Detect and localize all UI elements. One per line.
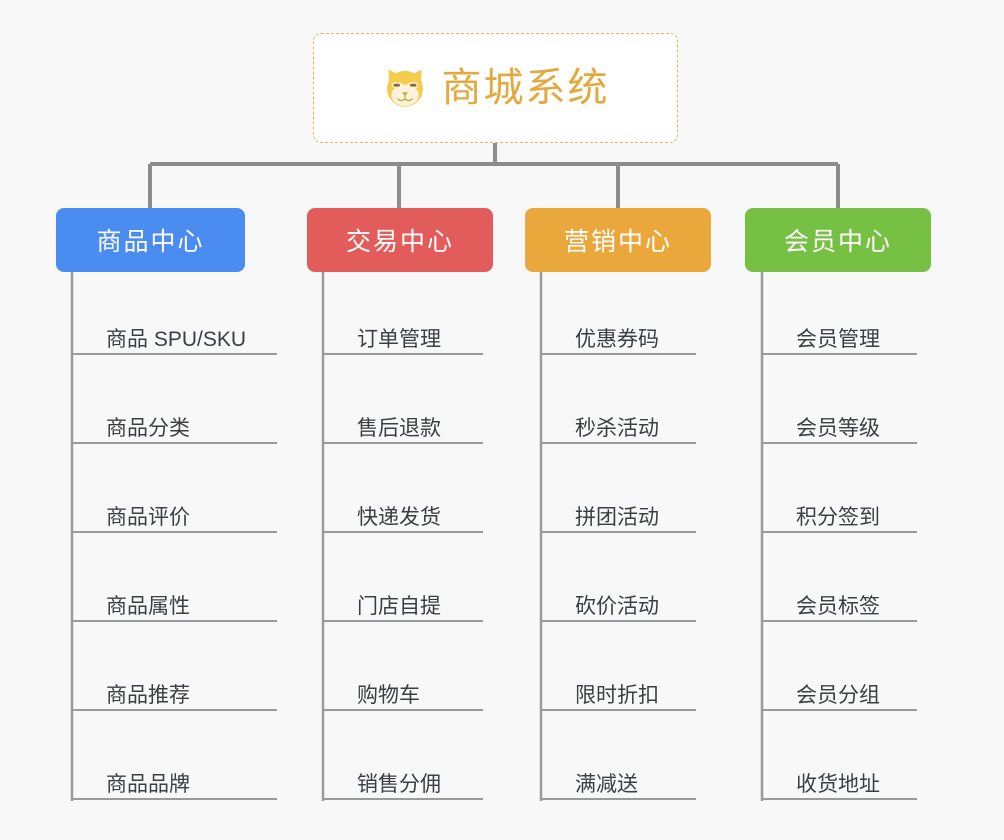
category-label: 会员中心 [783,228,892,256]
category-box-trade-center[interactable]: 交易中心 [307,208,493,272]
leaf-item-label: 快递发货 [357,505,441,529]
leaf-item[interactable]: 会员分组 [762,667,917,711]
leaf-item[interactable]: 会员管理 [762,311,917,355]
leaf-item-label: 秒杀活动 [575,416,659,440]
leaf-item[interactable]: 购物车 [323,667,483,711]
leaf-item[interactable]: 商品品牌 [72,756,277,800]
category-label: 商品中心 [96,228,205,256]
leaf-item-label: 订单管理 [357,327,441,351]
leaf-item-label: 砍价活动 [575,594,659,618]
leaf-item[interactable]: 满减送 [541,756,696,800]
leaf-item-label: 会员管理 [796,327,880,351]
leaf-item[interactable]: 会员标签 [762,578,917,622]
leaf-item-label: 积分签到 [796,505,880,529]
shiba-dog-icon [386,69,423,107]
leaf-item-label: 商品评价 [106,505,190,529]
leaf-item[interactable]: 砍价活动 [541,578,696,622]
leaf-item-label: 购物车 [357,683,420,707]
leaf-item-label: 商品分类 [106,416,190,440]
leaf-item[interactable]: 门店自提 [323,578,483,622]
leaf-item[interactable]: 拼团活动 [541,489,696,533]
category-label: 营销中心 [563,228,672,256]
leaf-item-label: 满减送 [575,772,638,796]
category-label: 交易中心 [345,228,454,256]
leaf-item[interactable]: 会员等级 [762,400,917,444]
leaf-item[interactable]: 商品推荐 [72,667,277,711]
leaf-item-label: 会员标签 [796,594,880,618]
leaf-item[interactable]: 商品属性 [72,578,277,622]
leaf-item[interactable]: 优惠券码 [541,311,696,355]
leaf-item[interactable]: 收货地址 [762,756,917,800]
leaf-item[interactable]: 商品分类 [72,400,277,444]
leaf-item-label: 商品属性 [106,594,190,618]
leaf-item-label: 销售分佣 [357,772,441,796]
page-title: 商城系统 [441,66,610,110]
category-box-product-center[interactable]: 商品中心 [56,208,245,272]
leaf-item[interactable]: 销售分佣 [323,756,483,800]
leaf-item-label: 拼团活动 [575,505,659,529]
leaf-item-label: 商品 SPU/SKU [106,327,247,351]
leaf-item-label: 优惠券码 [575,327,659,351]
leaf-item[interactable]: 快递发货 [323,489,483,533]
leaf-item-label: 会员等级 [796,416,880,440]
leaf-item-label: 售后退款 [357,416,441,440]
category-box-marketing-center[interactable]: 营销中心 [525,208,711,272]
leaf-item-label: 会员分组 [796,683,880,707]
leaf-item[interactable]: 积分签到 [762,489,917,533]
leaf-item[interactable]: 秒杀活动 [541,400,696,444]
leaf-item[interactable]: 订单管理 [323,311,483,355]
root-node[interactable]: 商城系统 [313,33,678,143]
category-box-member-center[interactable]: 会员中心 [745,208,931,272]
leaf-item-label: 限时折扣 [575,683,659,707]
leaf-item[interactable]: 限时折扣 [541,667,696,711]
leaf-item-label: 门店自提 [357,594,441,618]
leaf-item-label: 商品品牌 [106,772,190,796]
leaf-item[interactable]: 商品 SPU/SKU [72,311,277,355]
leaf-item-label: 收货地址 [796,772,880,796]
leaf-item-label: 商品推荐 [106,683,190,707]
leaf-item[interactable]: 商品评价 [72,489,277,533]
leaf-item[interactable]: 售后退款 [323,400,483,444]
